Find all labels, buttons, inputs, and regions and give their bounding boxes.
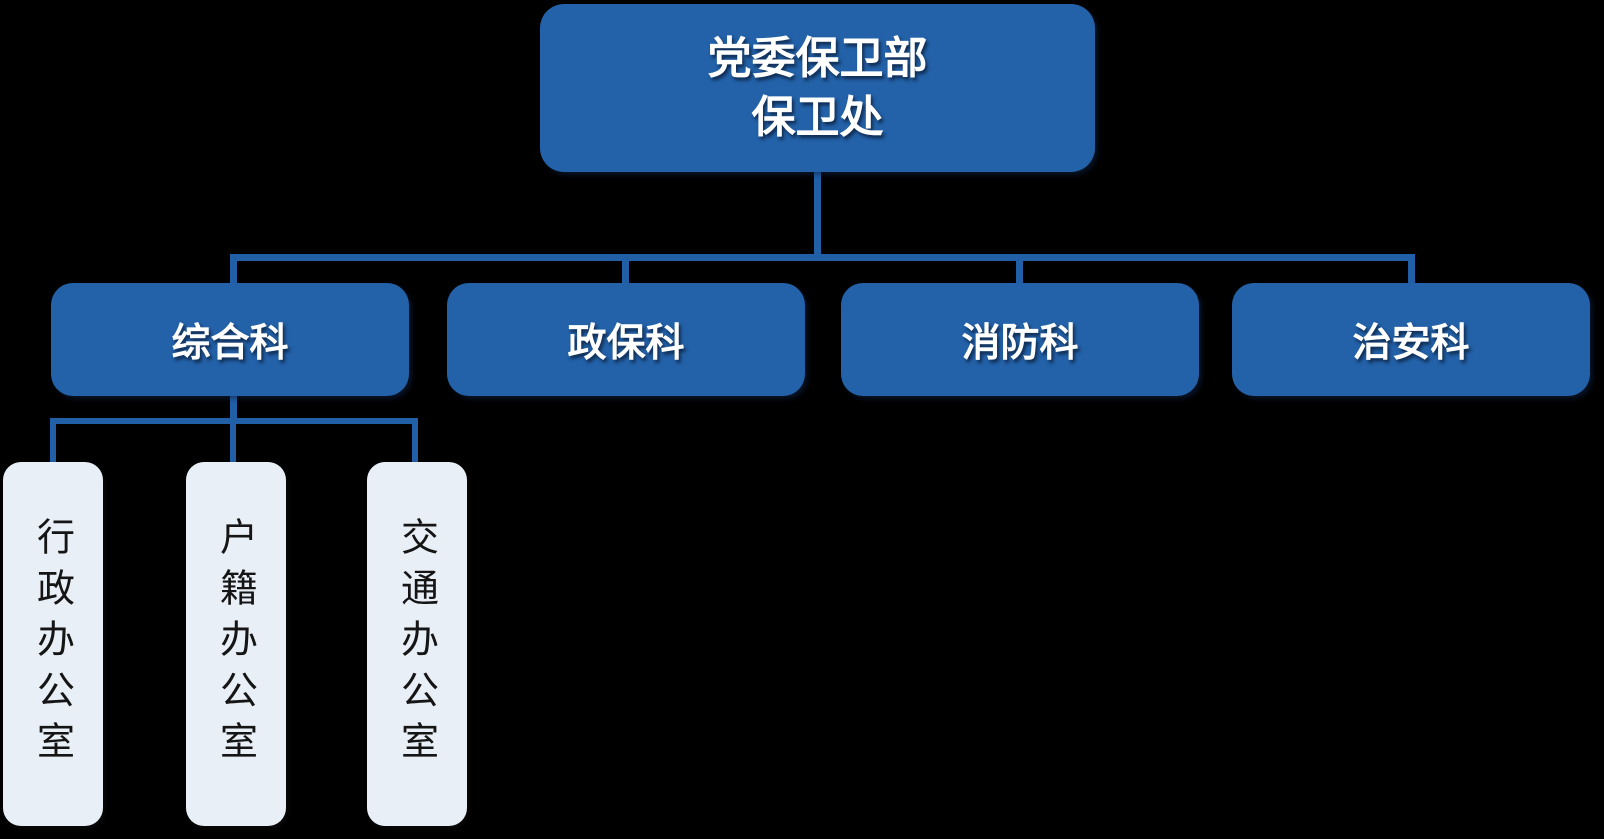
org-node-office-huji: 户籍办公室 [186,462,286,826]
org-node-dept-zonghe: 综合科 [51,283,409,396]
org-node-office-xingzheng: 行政办公室 [3,462,103,826]
connector-drop-dept-2 [1016,254,1023,286]
connector-drop-office-1 [230,418,236,464]
dept-label: 政保科 [567,321,685,365]
office-label: 行政办公室 [30,516,75,772]
connector-drop-office-2 [412,418,418,464]
connector-drop-dept-0 [230,254,237,286]
connector-dept0-stem [230,395,237,423]
org-node-dept-zhengbao: 政保科 [447,283,805,396]
dept-label: 消防科 [961,321,1079,365]
root-label-line2: 保卫处 [751,93,884,142]
org-node-dept-zhian: 治安科 [1232,283,1590,396]
org-node-office-jiaotong: 交通办公室 [367,462,467,826]
dept-label: 治安科 [1352,321,1470,365]
connector-drop-office-0 [50,418,56,464]
office-label: 交通办公室 [394,516,439,772]
org-node-root: 党委保卫部 保卫处 [540,4,1095,172]
connector-root-stem [814,170,821,258]
connector-departments-bus [230,254,1415,261]
connector-drop-dept-1 [622,254,629,286]
office-label: 户籍办公室 [213,516,258,772]
root-label-line1: 党委保卫部 [707,33,928,83]
dept-label: 综合科 [171,321,289,365]
org-node-dept-xiaofang: 消防科 [841,283,1199,396]
connector-drop-dept-3 [1408,254,1415,286]
